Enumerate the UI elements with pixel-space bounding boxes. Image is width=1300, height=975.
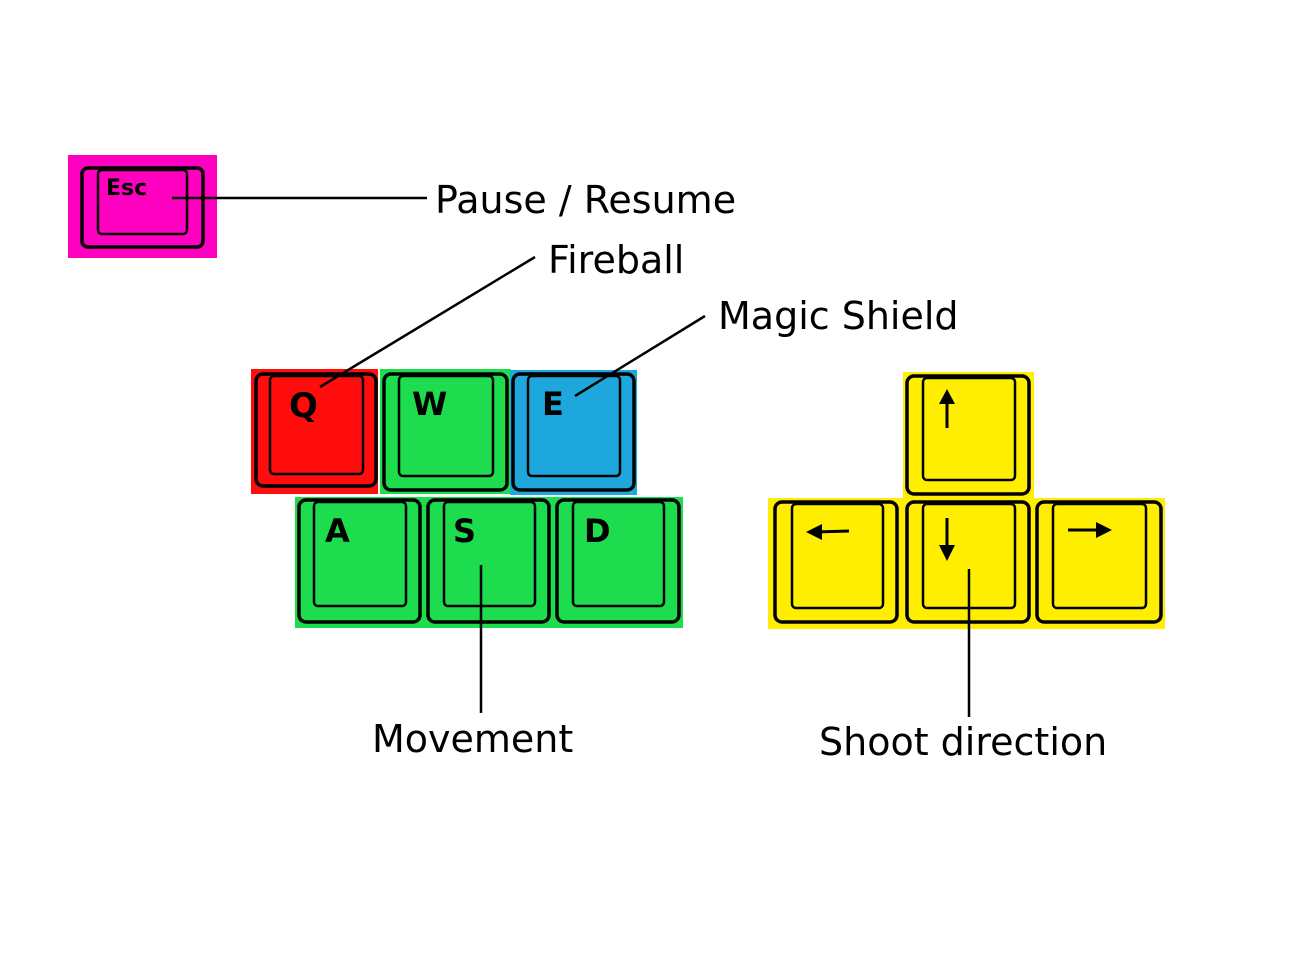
key-q-face — [268, 374, 365, 476]
key-up-background — [903, 372, 1034, 498]
down-arrow-icon — [939, 518, 955, 561]
key-a: A — [295, 497, 425, 628]
key-left — [768, 498, 904, 629]
key-e: E — [510, 370, 637, 495]
key-left-cap — [773, 500, 899, 624]
key-e-legend: E — [542, 385, 564, 423]
key-esc-face — [96, 168, 189, 236]
key-a-cap — [297, 498, 422, 624]
key-esc-cap — [80, 166, 205, 249]
key-w-legend: W — [412, 385, 447, 423]
leader-shield — [574, 314, 706, 398]
key-up-cap — [905, 374, 1031, 496]
key-d-cap — [555, 498, 681, 624]
label-pause-resume: Pause / Resume — [435, 178, 736, 222]
key-d: D — [554, 497, 683, 628]
key-esc-legend: Esc — [106, 176, 147, 201]
key-a-face — [312, 500, 408, 608]
key-w-cap — [382, 372, 509, 492]
key-left-face — [790, 502, 885, 610]
label-movement: Movement — [372, 717, 573, 761]
key-e-background — [510, 370, 637, 495]
key-q-legend: Q — [289, 386, 318, 426]
leader-fireball — [319, 255, 536, 389]
key-s: S — [425, 497, 555, 628]
key-right-face — [1051, 502, 1148, 610]
key-right-cap — [1035, 500, 1163, 624]
key-a-legend: A — [325, 512, 350, 550]
label-fireball: Fireball — [548, 238, 684, 282]
key-up — [903, 372, 1034, 498]
key-w: W — [380, 369, 511, 494]
key-s-face — [442, 500, 537, 608]
key-s-legend: S — [453, 512, 476, 550]
key-w-face — [397, 374, 495, 478]
key-right — [1033, 498, 1165, 629]
key-q: Q — [251, 369, 378, 494]
key-esc-background — [68, 155, 217, 258]
label-shoot-direction: Shoot direction — [819, 720, 1107, 764]
key-w-background — [380, 369, 511, 494]
key-e-face — [526, 374, 622, 478]
label-magic-shield: Magic Shield — [718, 294, 959, 338]
key-d-face — [571, 500, 666, 608]
key-q-cap — [254, 372, 378, 488]
right-arrow-icon — [1068, 522, 1112, 538]
left-arrow-icon — [806, 524, 850, 540]
key-s-cap — [426, 498, 551, 624]
key-esc: Esc — [68, 155, 217, 258]
key-d-legend: D — [584, 512, 611, 550]
up-arrow-icon — [939, 389, 955, 428]
key-e-cap — [511, 372, 636, 492]
key-up-face — [921, 376, 1017, 482]
